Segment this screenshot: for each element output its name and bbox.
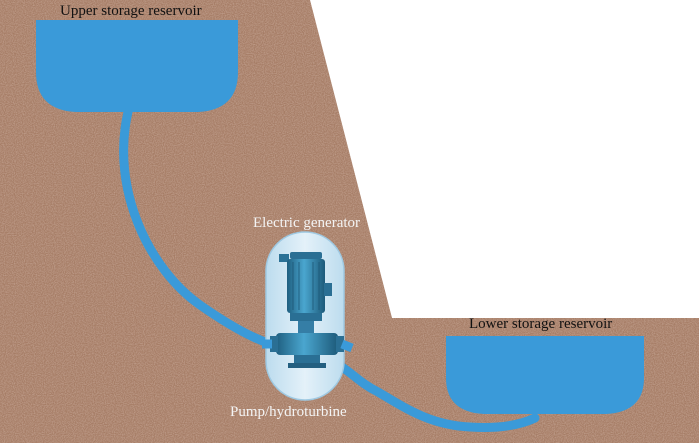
lower-reservoir-water (446, 336, 644, 414)
upper-reservoir-label: Upper storage reservoir (60, 3, 202, 19)
lower-reservoir-label: Lower storage reservoir (469, 316, 613, 332)
pump-hydroturbine-icon (270, 321, 344, 368)
generator-label: Electric generator (253, 215, 361, 231)
pump-label: Pump/hydroturbine (230, 404, 347, 420)
pump-outlet-pipe (340, 339, 354, 353)
electric-generator-icon (279, 252, 332, 321)
upper-reservoir-water (36, 20, 238, 112)
